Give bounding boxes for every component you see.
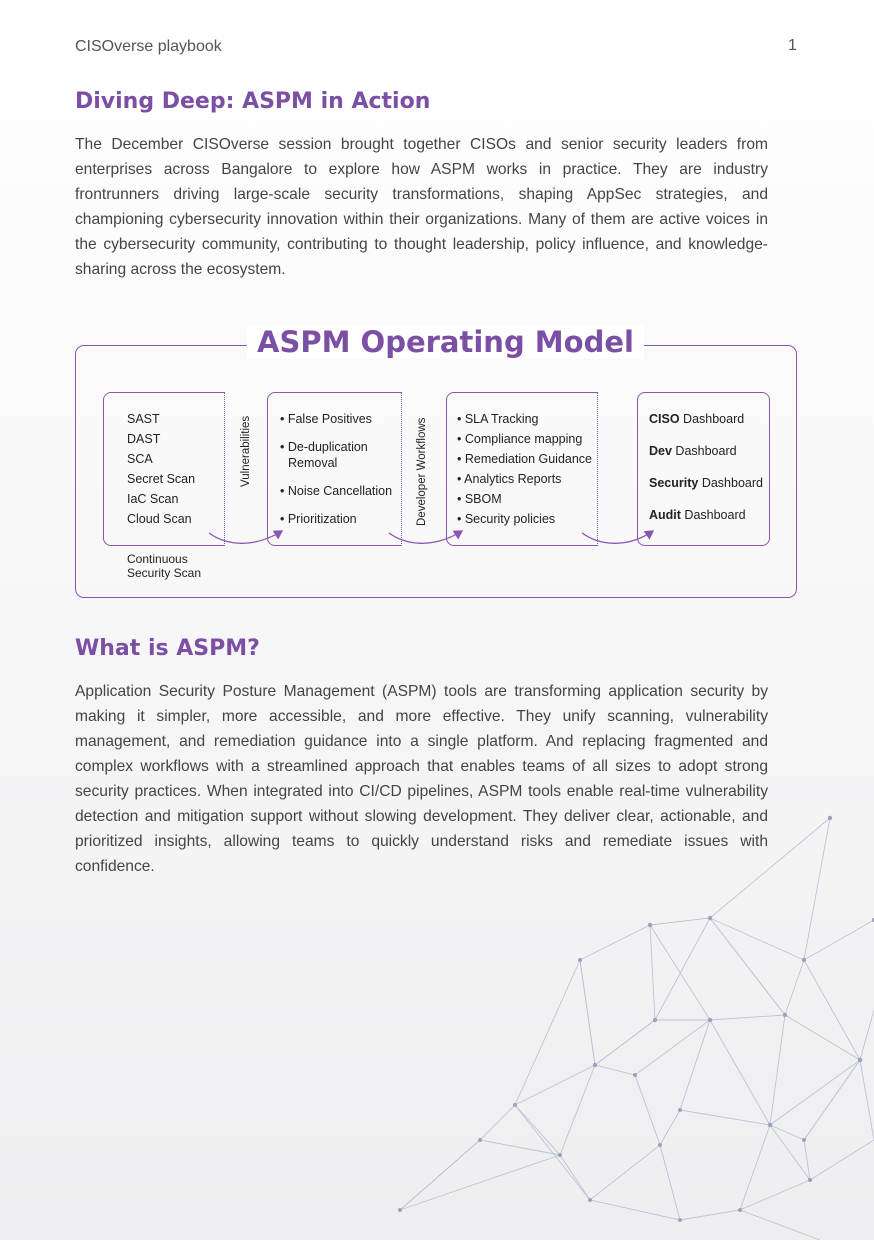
scan-list: SAST DAST SCA Secret Scan IaC Scan Cloud… [127,411,195,531]
network-mesh-decoration [398,815,874,1240]
section-heading-what-is-aspm: What is ASPM? [75,636,260,661]
vuln-item: • De-duplication [280,440,368,454]
workflow-item: • Analytics Reports [457,472,562,486]
dashboard-item-security: Security Dashboard [649,476,763,490]
scan-item: SCA [127,452,153,466]
scan-item: Cloud Scan [127,512,192,526]
vuln-item: • False Positives [280,412,372,426]
dashboard-item-audit: Audit Dashboard [649,508,746,522]
dashboard-item-ciso: CISO Dashboard [649,412,745,426]
intro-paragraph: The December CISOverse session brought t… [75,136,768,278]
workflow-item: • SLA Tracking [457,412,539,426]
section-heading-aspm-in-action: Diving Deep: ASPM in Action [75,89,431,114]
scan-item: Secret Scan [127,472,196,486]
workflow-item: • Compliance mapping [457,432,583,446]
workflow-item: • Remediation Guidance [457,452,593,466]
vulnerability-box-dotted-edge [340,392,402,546]
scan-item: DAST [127,432,161,446]
workflow-list: • SLA Tracking • Compliance mapping • Re… [457,411,592,531]
page-number: 1 [788,37,797,54]
scan-box-dotted-edge [164,392,225,546]
vuln-item: • Prioritization [280,512,357,526]
dashboard-item-dev: Dev Dashboard [649,444,737,458]
vuln-item: Removal [288,456,338,470]
scan-caption: Continuous Security Scan [127,552,202,580]
arrow-workflow-to-dashboard [581,530,655,544]
workflow-item: • SBOM [457,492,502,506]
vulnerability-box [267,392,402,546]
arrow-vuln-to-workflow [388,530,464,544]
scan-item: SAST [127,412,160,426]
vuln-item: • Noise Cancellation [280,484,393,498]
document-title: CISOverse playbook [75,38,222,55]
aspm-paragraph: Application Security Posture Management … [75,683,768,875]
workflow-item: • Security policies [457,512,556,526]
operating-model-title: ASPM Operating Model [247,325,644,359]
scan-item: IaC Scan [127,492,179,506]
arrow-scan-to-vuln [208,530,284,544]
dashboard-box [637,392,770,546]
workflow-box-dotted-edge [520,392,598,546]
